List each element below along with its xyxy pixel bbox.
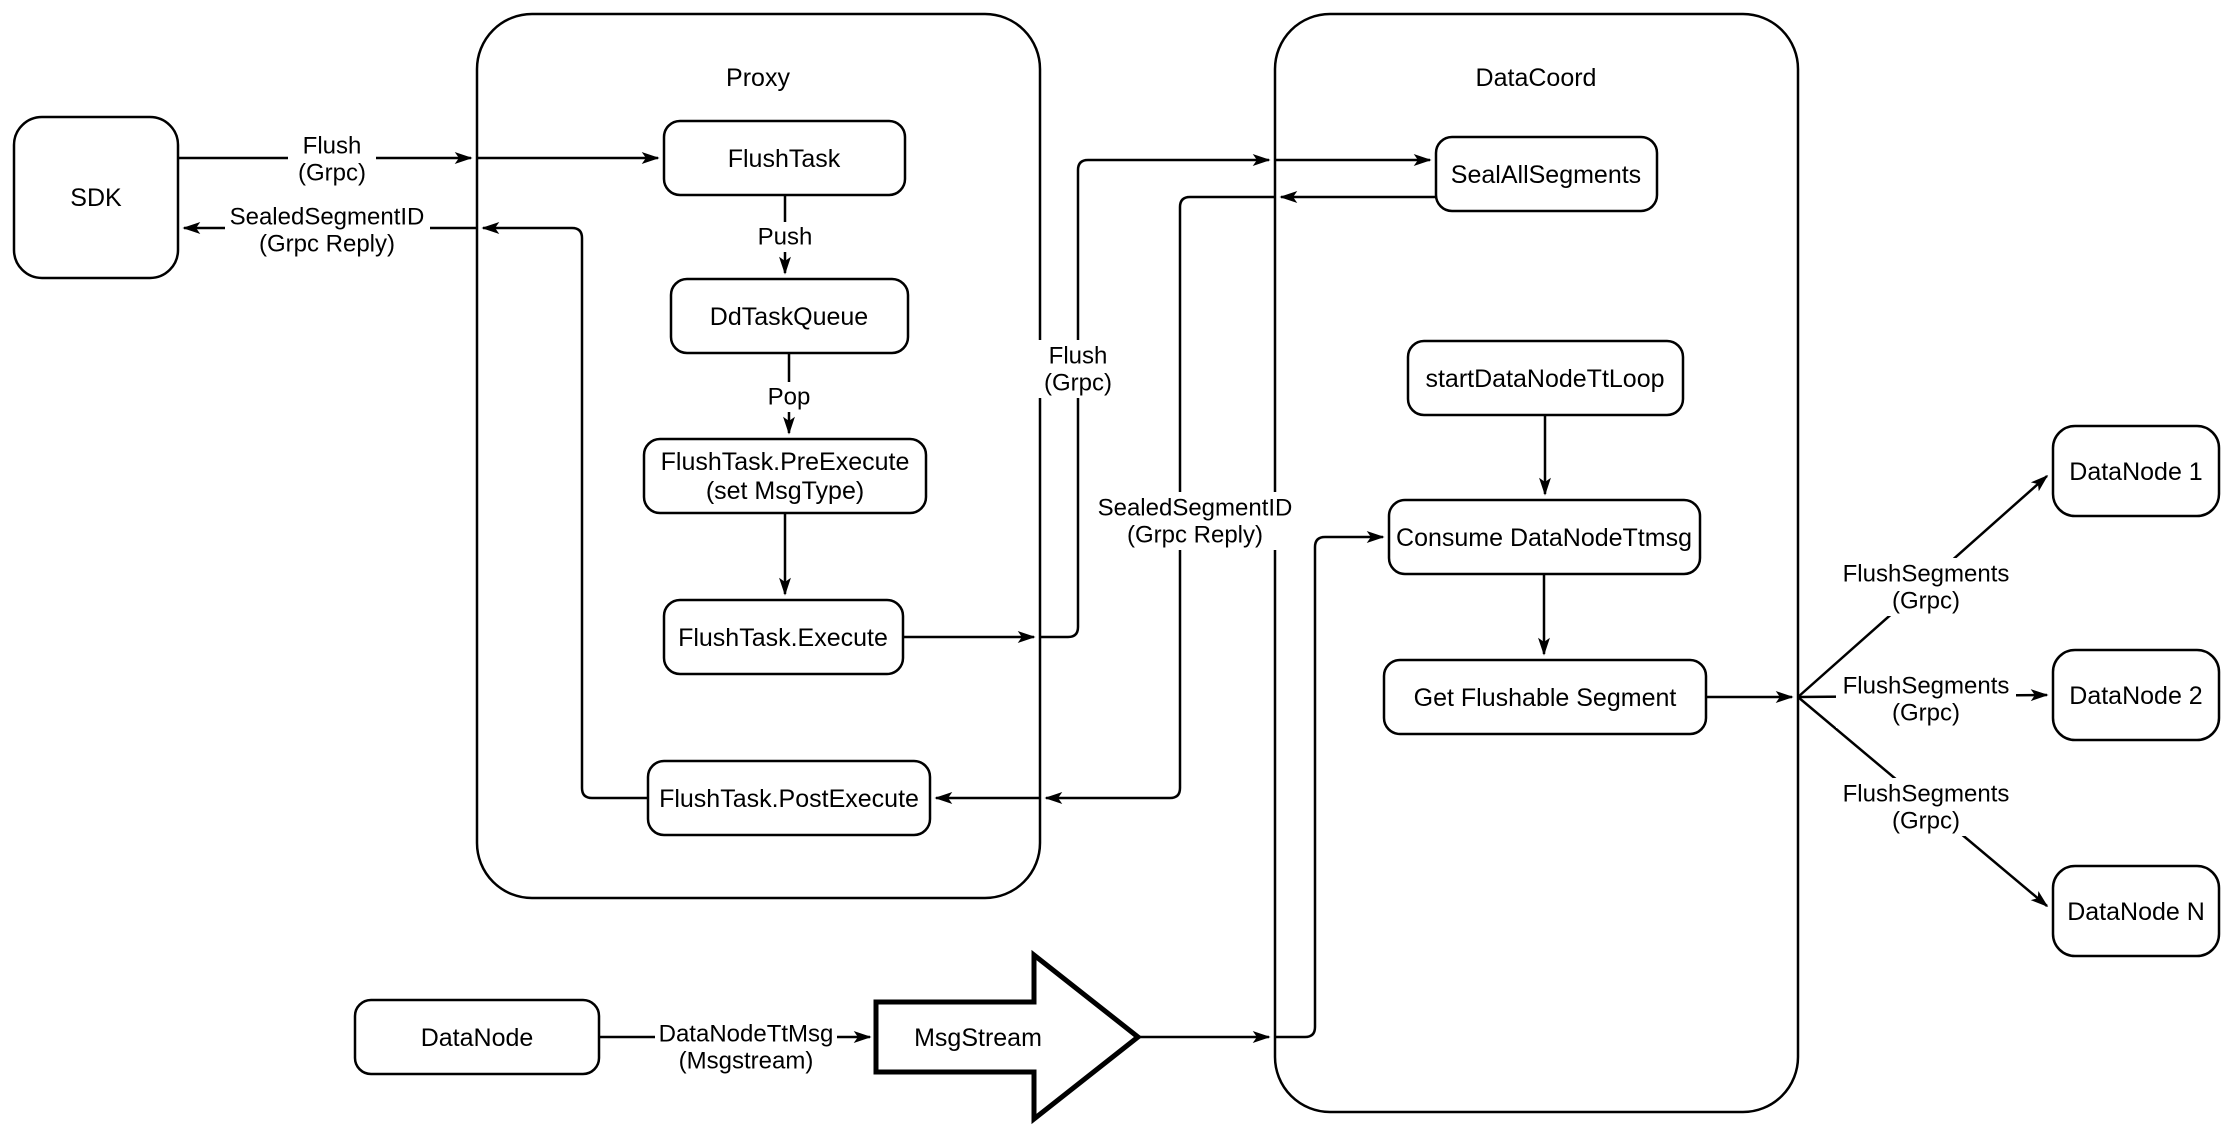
node-label: DataNode N	[2067, 898, 2205, 926]
node-label: DataNode	[421, 1024, 534, 1052]
edge-label-text: SealedSegmentID	[230, 204, 425, 231]
edge-label-text: FlushSegments	[1843, 781, 2010, 808]
edge-label-sealedsegmentid-sdk: SealedSegmentID (Grpc Reply)	[225, 202, 430, 258]
node-label: (set MsgType)	[706, 477, 864, 505]
edge-label-text: (Grpc Reply)	[259, 231, 395, 258]
edges	[178, 152, 2049, 1043]
edge-label-text: Push	[758, 224, 813, 251]
node-label: FlushTask	[728, 145, 841, 173]
edge-label-pop: Pop	[757, 382, 821, 412]
edge-label-flushsegments-1: FlushSegments (Grpc)	[1836, 558, 2016, 616]
node-flushtask-execute: FlushTask.Execute	[662, 598, 905, 676]
node-label: SealAllSegments	[1451, 161, 1641, 189]
edge-label-text: (Grpc)	[1892, 808, 1960, 835]
node-sdk: SDK	[12, 115, 180, 280]
edge-label-datanodettmsg: DataNodeTtMsg (Msgstream)	[655, 1018, 837, 1076]
node-consume-datanodettmsg: Consume DataNodeTtmsg	[1387, 498, 1702, 576]
node-label: Get Flushable Segment	[1414, 684, 1677, 712]
edge-label-flushsegments-3: FlushSegments (Grpc)	[1836, 778, 2016, 836]
node-startdatanodettloop: startDataNodeTtLoop	[1406, 339, 1685, 417]
proxy-container-title: Proxy	[726, 64, 790, 92]
edge-label-flush-datacoord: Flush (Grpc)	[1031, 340, 1125, 398]
node-label: startDataNodeTtLoop	[1425, 365, 1664, 393]
node-sealallsegments: SealAllSegments	[1434, 135, 1659, 213]
datacoord-container: DataCoord	[1273, 12, 1800, 1114]
node-msgstream-block-arrow: MsgStream	[873, 949, 1143, 1125]
edge-label-text: (Msgstream)	[679, 1048, 814, 1075]
edge-label-text: (Grpc)	[1044, 370, 1112, 397]
edge-label-text: DataNodeTtMsg	[659, 1021, 834, 1048]
node-label: DdTaskQueue	[710, 303, 868, 331]
edge-ttmsg-to-consume	[1275, 531, 1385, 1039]
edge-postexecute-to-proxy-edge	[481, 222, 648, 800]
edge-flush-to-datacoord-edge	[1040, 154, 1271, 639]
edge-label-flush-sdk: Flush (Grpc)	[288, 128, 376, 190]
node-datanode-2: DataNode 2	[2051, 648, 2221, 742]
datacoord-container-title: DataCoord	[1476, 64, 1597, 92]
node-label: SDK	[70, 184, 122, 212]
node-flushtask-postexecute: FlushTask.PostExecute	[646, 759, 932, 837]
node-datanode: DataNode	[353, 998, 601, 1076]
node-flushtask: FlushTask	[662, 119, 907, 197]
node-label: FlushTask.PreExecute	[661, 448, 910, 476]
edge-label-text: Pop	[768, 384, 811, 411]
node-label: Consume DataNodeTtmsg	[1396, 524, 1692, 552]
proxy-container: Proxy	[475, 12, 1042, 900]
edge-label-text: (Grpc)	[298, 160, 366, 187]
edge-label-text: (Grpc)	[1892, 700, 1960, 727]
node-label: DataNode 1	[2069, 458, 2202, 486]
edge-label-sealedsegmentid-proxy: SealedSegmentID (Grpc Reply)	[1092, 492, 1298, 550]
node-datanode-1: DataNode 1	[2051, 424, 2221, 518]
edge-label-text: FlushSegments	[1843, 561, 2010, 588]
node-label: DataNode 2	[2069, 682, 2202, 710]
node-get-flushable-segment: Get Flushable Segment	[1382, 658, 1708, 736]
node-label: FlushTask.Execute	[678, 624, 888, 652]
edge-label-push: Push	[750, 222, 820, 252]
edge-label-text: Flush	[1049, 343, 1108, 370]
edge-label-text: (Grpc Reply)	[1127, 522, 1263, 549]
edge-label-text: Flush	[303, 133, 362, 160]
node-datanode-n: DataNode N	[2051, 864, 2221, 958]
edge-label-text: FlushSegments	[1843, 673, 2010, 700]
edge-label-text: (Grpc)	[1892, 588, 1960, 615]
node-ddtaskqueue: DdTaskQueue	[669, 277, 910, 355]
node-flushtask-preexecute: FlushTask.PreExecute (set MsgType)	[642, 437, 928, 515]
edge-label-flushsegments-2: FlushSegments (Grpc)	[1836, 670, 2016, 728]
node-label: MsgStream	[914, 1024, 1042, 1052]
edge-label-text: SealedSegmentID	[1098, 495, 1293, 522]
node-label: FlushTask.PostExecute	[659, 785, 919, 813]
